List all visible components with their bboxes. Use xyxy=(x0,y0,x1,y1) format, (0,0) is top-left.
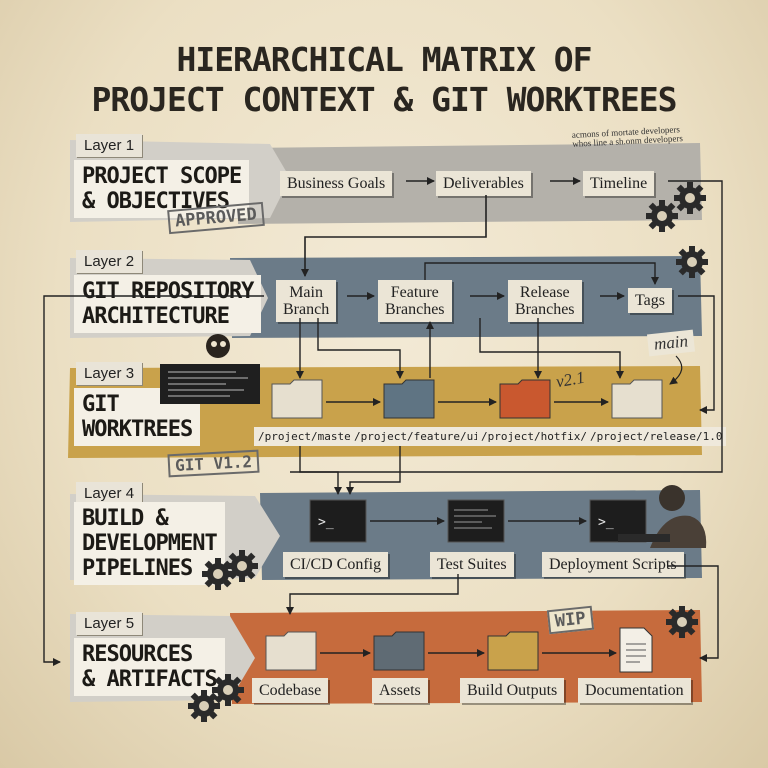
terminal-icon xyxy=(447,499,505,543)
label-assets: Assets xyxy=(372,678,428,703)
layer-5-label: RESOURCES & ARTIFACTS xyxy=(74,638,225,696)
layer-4-tag: Layer 4 xyxy=(76,482,143,505)
arrow-deploy-right xyxy=(668,565,719,662)
worktree-path-feature: /project/feature/ui-ux xyxy=(350,427,504,446)
arrow-tags-right xyxy=(678,295,715,414)
connector-timeline-right xyxy=(290,180,723,473)
note-pointer xyxy=(669,355,683,385)
worktree-path-master: /project/master xyxy=(254,427,362,446)
gear-icon xyxy=(676,246,708,278)
label-ci-cd-config: CI/CD Config xyxy=(283,552,389,577)
label-codebase: Codebase xyxy=(252,678,329,703)
layer-2-tag: Layer 2 xyxy=(76,250,143,273)
arrow-deliverables-main xyxy=(301,195,487,277)
mascot-illustration xyxy=(206,334,230,358)
gear-icon xyxy=(212,674,244,706)
node-main-branch: Main Branch xyxy=(276,280,337,322)
folder-icon xyxy=(487,631,539,671)
arrow-master-cicd xyxy=(299,446,342,495)
label-documentation: Documentation xyxy=(578,678,691,703)
terminal-icon: >_ xyxy=(309,499,367,543)
node-tags: Tags xyxy=(628,288,672,313)
layer-2-band xyxy=(230,256,702,338)
node-feature-branches: Feature Branches xyxy=(378,280,452,322)
layer-1-label: PROJECT SCOPE & OBJECTIVES xyxy=(74,160,250,218)
layer-5-tag: Layer 5 xyxy=(76,612,143,635)
arrow-release-worktree xyxy=(479,318,624,379)
folder-icon xyxy=(383,379,435,419)
label-build-outputs: Build Outputs xyxy=(460,678,565,703)
arrow-pipelines-codebase xyxy=(286,574,459,615)
svg-text:>_: >_ xyxy=(318,515,334,530)
node-deliverables: Deliverables xyxy=(436,171,531,196)
folder-icon xyxy=(265,631,317,671)
layer-2-label: GIT REPOSITORY ARCHITECTURE xyxy=(74,275,262,333)
gear-icon xyxy=(646,200,678,232)
layer-4-label: BUILD & DEVELOPMENT PIPELINES xyxy=(74,502,225,585)
node-business-goals: Business Goals xyxy=(280,171,393,196)
label-deployment-scripts: Deployment Scripts xyxy=(542,552,684,577)
gear-icon xyxy=(666,606,698,638)
title-line-1: HIERARCHICAL MATRIX OF xyxy=(176,40,592,79)
layer-3-label: GIT WORKTREES xyxy=(74,388,201,446)
node-timeline: Timeline xyxy=(583,171,655,196)
label-test-suites: Test Suites xyxy=(430,552,514,577)
folder-icon xyxy=(499,379,551,419)
folder-icon xyxy=(373,631,425,671)
arrow-main-feature-worktree xyxy=(317,318,404,379)
folder-icon xyxy=(271,379,323,419)
gear-icon xyxy=(202,558,234,590)
node-release-branches: Release Branches xyxy=(508,280,582,322)
folder-icon xyxy=(611,379,663,419)
gear-icon xyxy=(226,550,258,582)
gear-icon xyxy=(674,182,706,214)
layer-3-tag: Layer 3 xyxy=(76,362,143,385)
code-card-decoration xyxy=(160,364,260,404)
title-line-2: PROJECT CONTEXT & GIT WORKTREES xyxy=(91,80,678,119)
worktree-path-hotfix: /project/hotfix/v1.1 xyxy=(477,427,618,446)
svg-text:>_: >_ xyxy=(598,515,614,530)
arrow-feature-cicd xyxy=(346,446,401,495)
layer-1-tag: Layer 1 xyxy=(76,134,143,157)
gear-icon xyxy=(188,690,220,722)
worktree-path-release: /project/release/1.0 xyxy=(586,427,727,446)
document-icon xyxy=(619,627,653,673)
developer-illustration xyxy=(618,485,707,548)
arrow-feature-tags xyxy=(424,262,659,285)
connector-left-rail xyxy=(43,295,264,666)
